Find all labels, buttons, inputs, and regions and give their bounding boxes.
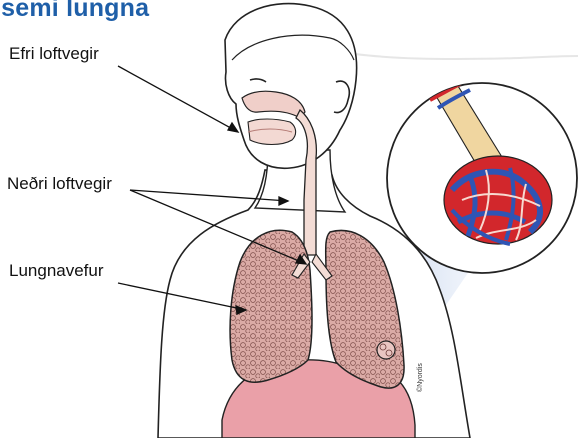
background-outline: [330, 50, 578, 59]
label-lung-tissue: Lungnavefur: [9, 261, 104, 281]
label-lower-airways: Neðri loftvegir: [7, 174, 112, 194]
illustrator-credit: ©Nyordis: [417, 363, 424, 392]
alveoli-zoom: [387, 83, 577, 273]
label-upper-airways: Efri loftvegir: [9, 44, 99, 64]
page-title: isemi lungna: [0, 0, 149, 23]
alveolus-spot: [377, 341, 395, 359]
head: [225, 4, 357, 169]
